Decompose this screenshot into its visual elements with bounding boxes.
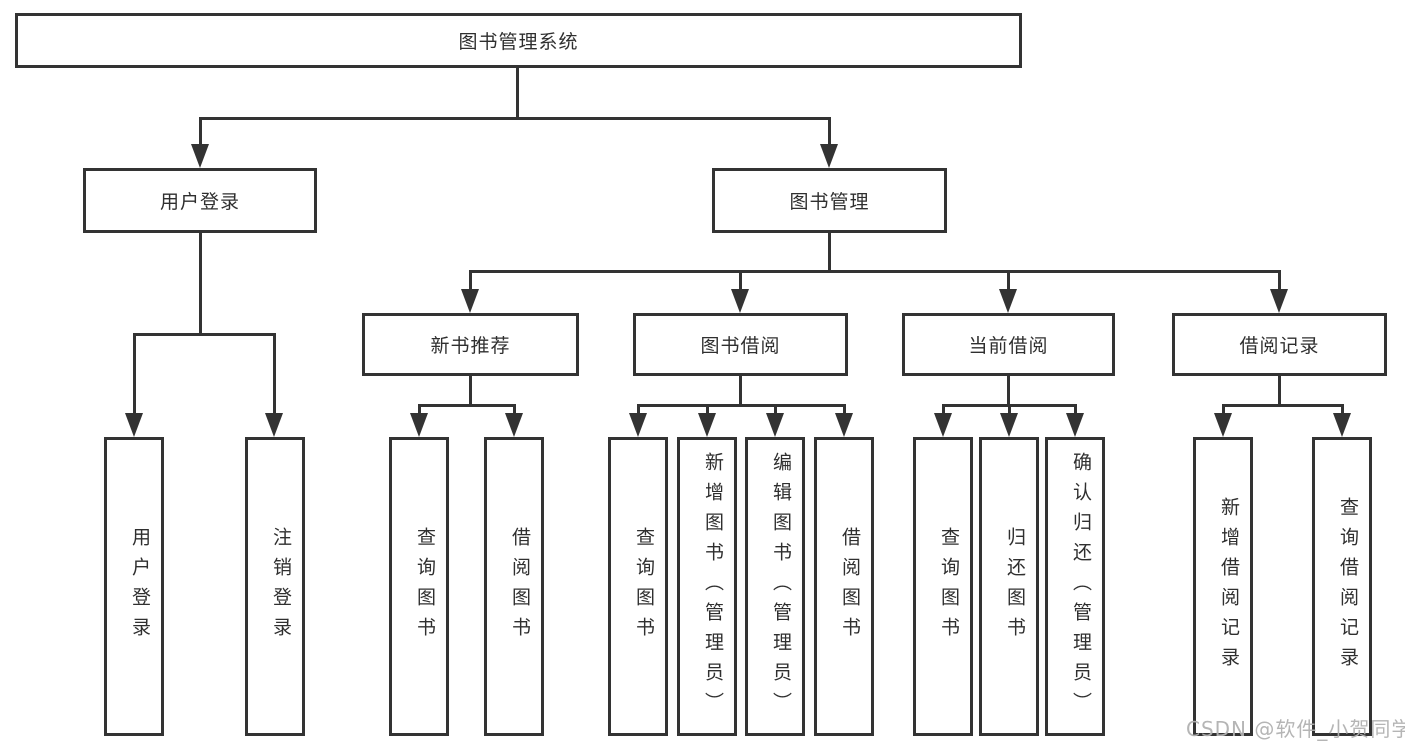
connector-line bbox=[1278, 270, 1281, 292]
connector-line bbox=[1007, 376, 1010, 407]
node-label: 图书管理 bbox=[789, 191, 870, 213]
node-book-management: 图书管理 bbox=[712, 168, 947, 233]
connector-line bbox=[843, 404, 846, 417]
node-label: 用户登录 bbox=[129, 526, 151, 647]
node-label: 新书推荐 bbox=[430, 335, 511, 357]
node-label: 确认归还（管理员） bbox=[1070, 451, 1092, 722]
connector-line bbox=[774, 404, 777, 417]
arrow-down-icon bbox=[191, 144, 209, 168]
node-new-book-recommendation: 新书推荐 bbox=[362, 313, 579, 376]
node-label: 查询图书 bbox=[414, 526, 436, 647]
leaf-logout: 注销登录 bbox=[245, 437, 305, 736]
arrow-down-icon bbox=[1333, 413, 1351, 437]
connector-line bbox=[637, 404, 640, 417]
connector-line bbox=[133, 333, 136, 417]
arrow-down-icon bbox=[766, 413, 784, 437]
connector-line bbox=[199, 117, 831, 120]
connector-line bbox=[1278, 376, 1281, 407]
arrow-down-icon bbox=[629, 413, 647, 437]
arrow-down-icon bbox=[999, 289, 1017, 313]
leaf-confirm-return-admin: 确认归还（管理员） bbox=[1045, 437, 1105, 736]
connector-line bbox=[418, 404, 516, 407]
connector-line bbox=[739, 376, 742, 407]
connector-line bbox=[828, 233, 831, 273]
node-user-login: 用户登录 bbox=[83, 168, 317, 233]
arrow-down-icon bbox=[505, 413, 523, 437]
connector-line bbox=[1222, 404, 1343, 407]
leaf-query-books-borrowing: 查询图书 bbox=[608, 437, 668, 736]
node-label: 借阅图书 bbox=[509, 526, 531, 647]
node-label: 注销登录 bbox=[270, 526, 292, 647]
leaf-query-books-current: 查询图书 bbox=[913, 437, 973, 736]
connector-line bbox=[199, 117, 202, 147]
arrow-down-icon bbox=[698, 413, 716, 437]
node-label: 归还图书 bbox=[1004, 526, 1026, 647]
leaf-borrow-books: 借阅图书 bbox=[814, 437, 874, 736]
leaf-query-borrow-record: 查询借阅记录 bbox=[1312, 437, 1372, 736]
arrow-down-icon bbox=[461, 289, 479, 313]
arrow-down-icon bbox=[1066, 413, 1084, 437]
node-label: 用户登录 bbox=[159, 191, 240, 213]
node-borrowing-records: 借阅记录 bbox=[1172, 313, 1387, 376]
node-label: 新增图书（管理员） bbox=[702, 451, 724, 722]
connector-line bbox=[637, 404, 846, 407]
connector-line bbox=[1007, 270, 1010, 292]
arrow-down-icon bbox=[820, 144, 838, 168]
node-label: 借阅图书 bbox=[839, 526, 861, 647]
arrow-down-icon bbox=[1000, 413, 1018, 437]
node-label: 编辑图书（管理员） bbox=[770, 451, 792, 722]
connector-line bbox=[1008, 404, 1011, 417]
node-label: 新增借阅记录 bbox=[1218, 496, 1240, 677]
leaf-edit-books-admin: 编辑图书（管理员） bbox=[745, 437, 805, 736]
connector-line bbox=[273, 333, 276, 417]
connector-line bbox=[516, 68, 519, 118]
node-library-management-system: 图书管理系统 bbox=[15, 13, 1022, 68]
connector-line bbox=[199, 233, 202, 335]
connector-line bbox=[418, 404, 421, 417]
connector-line bbox=[739, 270, 742, 292]
node-label: 当前借阅 bbox=[968, 335, 1049, 357]
leaf-add-borrow-record: 新增借阅记录 bbox=[1193, 437, 1253, 736]
connector-line bbox=[133, 333, 276, 336]
watermark: CSDN @软件_小贺同学 bbox=[1186, 717, 1405, 741]
node-label: 借阅记录 bbox=[1239, 335, 1320, 357]
node-label: 查询图书 bbox=[633, 526, 655, 647]
leaf-query-books-recommend: 查询图书 bbox=[389, 437, 449, 736]
arrow-down-icon bbox=[410, 413, 428, 437]
connector-line bbox=[1341, 404, 1344, 417]
node-label: 查询借阅记录 bbox=[1337, 496, 1359, 677]
connector-line bbox=[469, 376, 472, 407]
node-label: 查询图书 bbox=[938, 526, 960, 647]
arrow-down-icon bbox=[1270, 289, 1288, 313]
node-label: 图书管理系统 bbox=[458, 31, 579, 53]
connector-line bbox=[1074, 404, 1077, 417]
arrow-down-icon bbox=[125, 413, 143, 437]
node-label: 图书借阅 bbox=[700, 335, 781, 357]
connector-line bbox=[1222, 404, 1225, 417]
leaf-user-login: 用户登录 bbox=[104, 437, 164, 736]
node-book-borrowing: 图书借阅 bbox=[633, 313, 848, 376]
arrow-down-icon bbox=[934, 413, 952, 437]
arrow-down-icon bbox=[835, 413, 853, 437]
connector-line bbox=[942, 404, 945, 417]
arrow-down-icon bbox=[265, 413, 283, 437]
connector-line bbox=[469, 270, 472, 292]
leaf-add-books-admin: 新增图书（管理员） bbox=[677, 437, 737, 736]
connector-line bbox=[706, 404, 709, 417]
node-current-borrowing: 当前借阅 bbox=[902, 313, 1115, 376]
connector-line bbox=[828, 117, 831, 147]
leaf-return-books: 归还图书 bbox=[979, 437, 1039, 736]
arrow-down-icon bbox=[1214, 413, 1232, 437]
connector-line bbox=[513, 404, 516, 417]
leaf-borrow-books-recommend: 借阅图书 bbox=[484, 437, 544, 736]
arrow-down-icon bbox=[731, 289, 749, 313]
connector-line bbox=[469, 270, 1281, 273]
